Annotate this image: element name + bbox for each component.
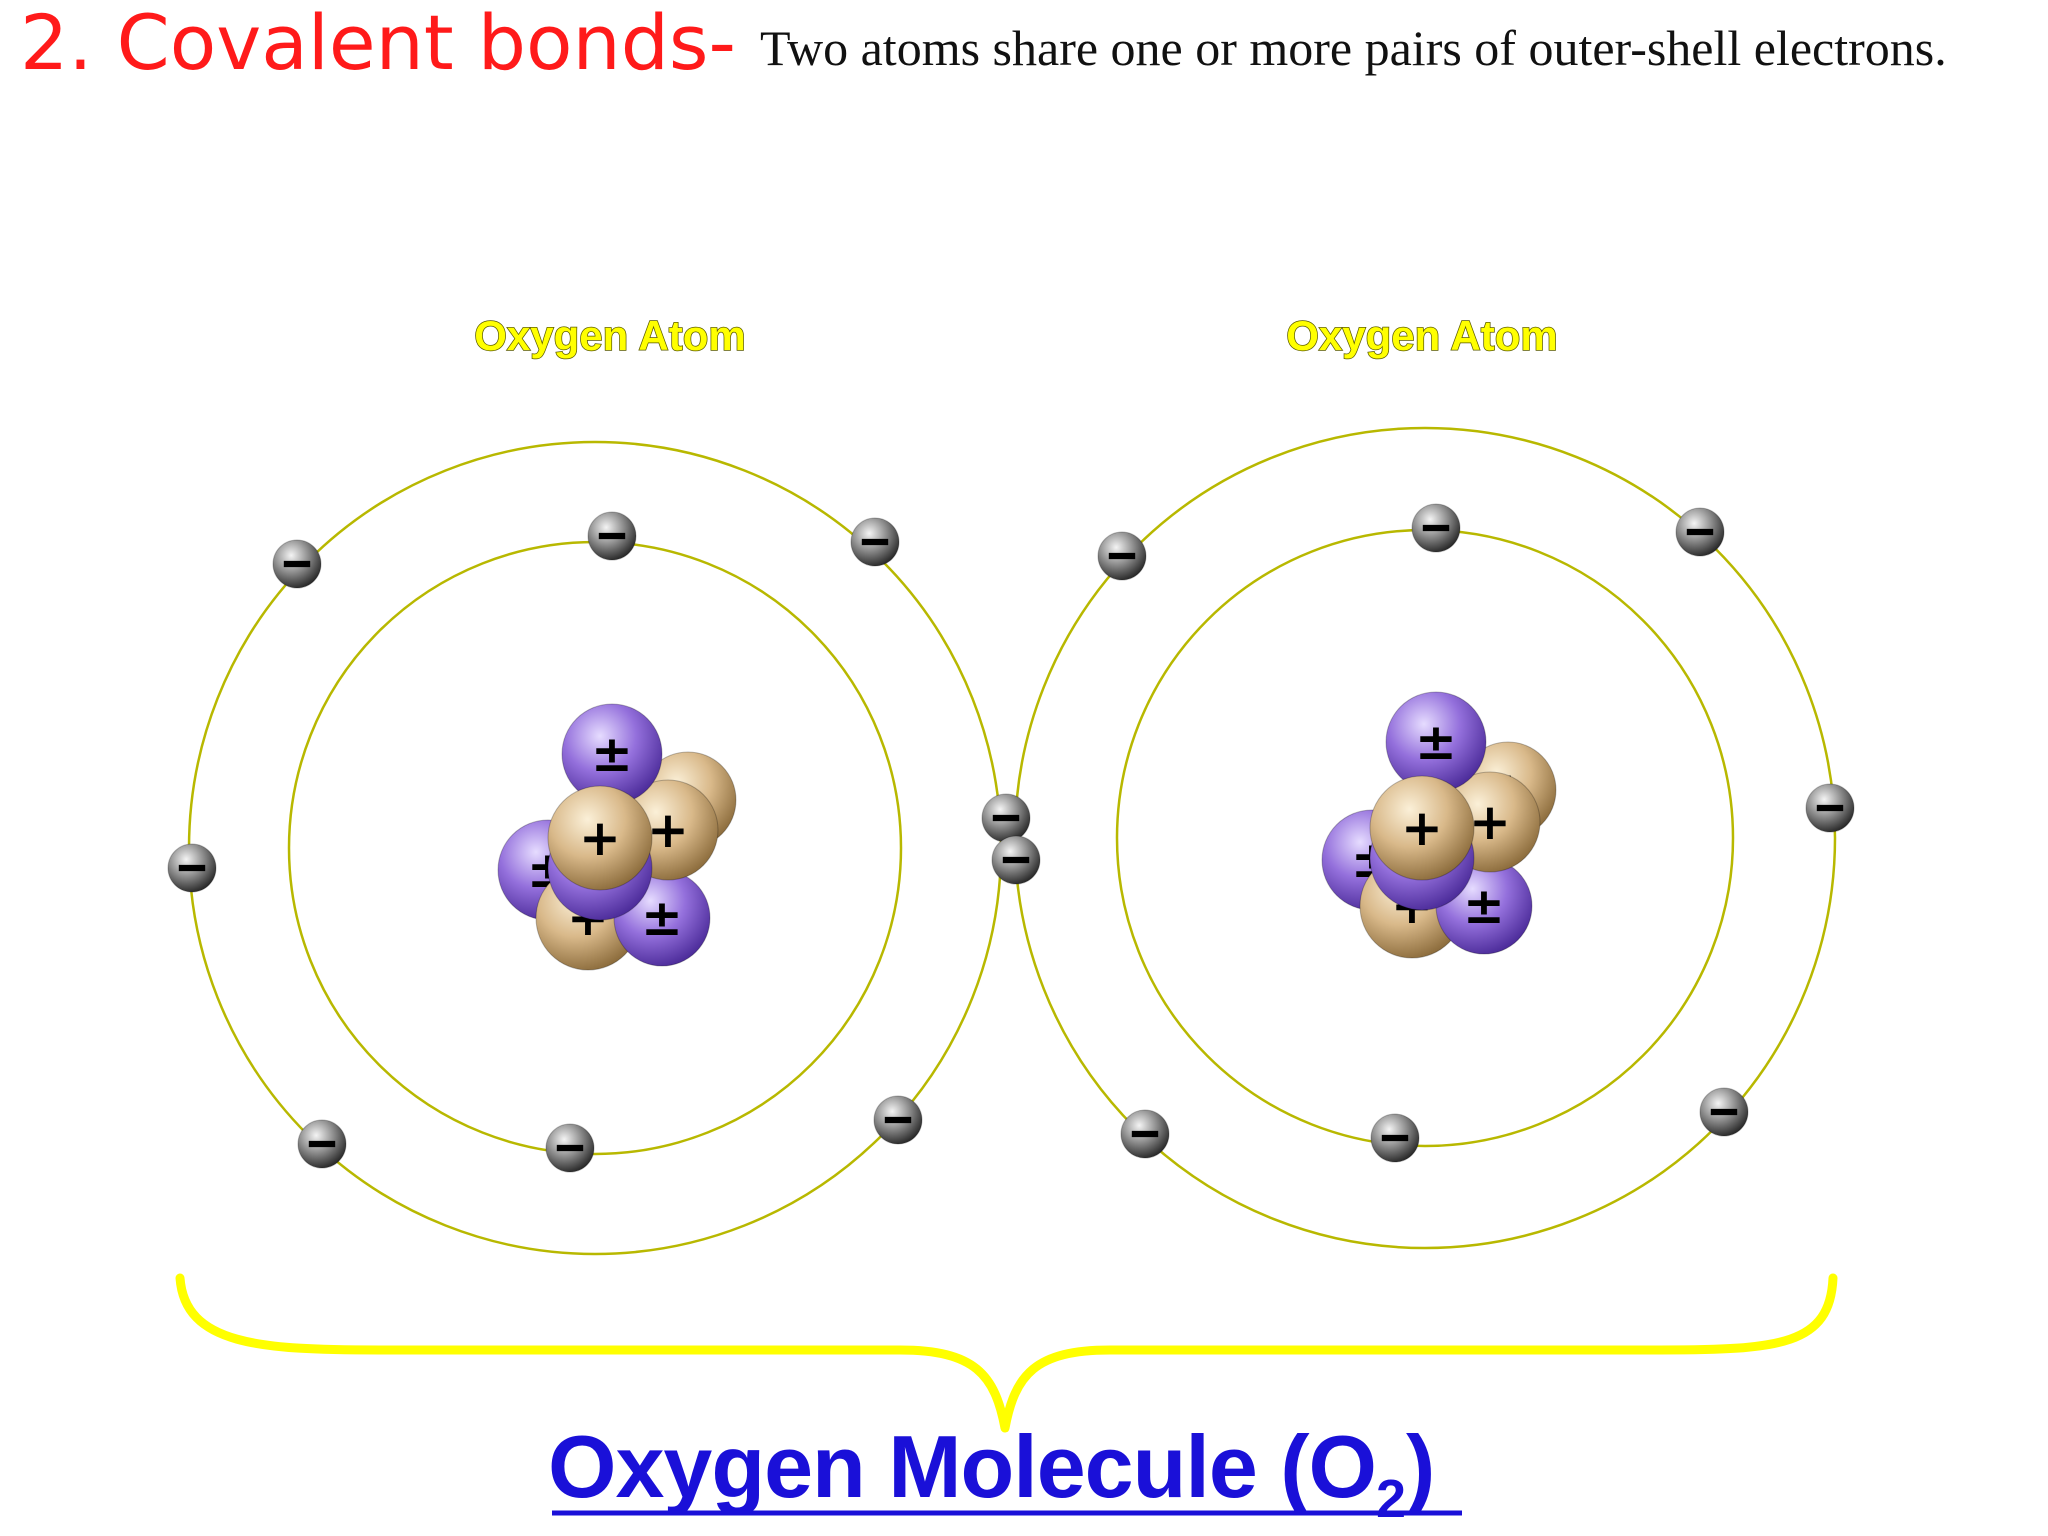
right-atom-label: Oxygen Atom bbox=[1286, 312, 1557, 359]
minus-sign bbox=[1422, 524, 1450, 532]
minus-sign bbox=[178, 864, 206, 872]
molecule-label-prefix: Oxygen Molecule (O bbox=[548, 1417, 1376, 1516]
left-electron-0 bbox=[272, 539, 322, 589]
left-electron-4 bbox=[297, 1119, 347, 1169]
neutron-sign: ± bbox=[641, 889, 683, 947]
left-electron-2 bbox=[850, 517, 900, 567]
right-electron-3 bbox=[1805, 783, 1855, 833]
right-nucleus-proton-7: + bbox=[1369, 775, 1475, 881]
right-nucleus: ±+±++±±+ bbox=[1321, 691, 1557, 959]
minus-sign bbox=[283, 560, 311, 568]
left-oxygen-atom: Oxygen Atom ±+±++±±+ bbox=[167, 311, 1003, 1256]
left-nucleus-proton-7: + bbox=[547, 785, 653, 891]
shared-electron-1 bbox=[991, 835, 1041, 885]
heading-term: 2. Covalent bonds- bbox=[20, 0, 736, 87]
right-electron-0 bbox=[1097, 531, 1147, 581]
neutron-sign: ± bbox=[1415, 713, 1457, 771]
minus-sign bbox=[1710, 1108, 1738, 1116]
right-electrons bbox=[1097, 503, 1855, 1163]
minus-sign bbox=[598, 532, 626, 540]
heading-definition: Two atoms share one or more pairs of out… bbox=[759, 20, 1947, 76]
left-electron-5 bbox=[545, 1123, 595, 1173]
shared-electron-0 bbox=[981, 793, 1031, 843]
minus-sign bbox=[1131, 1130, 1159, 1138]
minus-sign bbox=[1002, 856, 1030, 864]
minus-sign bbox=[1381, 1134, 1409, 1142]
right-nucleus-neutron-5: ± bbox=[1385, 691, 1487, 793]
molecule-label: Oxygen Molecule (O2) bbox=[548, 1417, 1434, 1529]
molecule-brace bbox=[175, 1273, 1838, 1433]
left-nucleus: ±+±++±±+ bbox=[497, 703, 737, 971]
molecule-label-subscript: 2 bbox=[1376, 1469, 1406, 1529]
molecule-label-suffix: ) bbox=[1406, 1417, 1434, 1516]
minus-sign bbox=[861, 538, 889, 546]
left-atom-label: Oxygen Atom bbox=[474, 312, 745, 359]
minus-sign bbox=[556, 1144, 584, 1152]
right-electron-6 bbox=[1699, 1087, 1749, 1137]
left-electron-1 bbox=[587, 511, 637, 561]
left-electrons bbox=[167, 511, 923, 1173]
right-electron-1 bbox=[1411, 503, 1461, 553]
proton-sign: + bbox=[579, 809, 621, 867]
shared-electron-pair bbox=[981, 793, 1041, 885]
proton-sign: + bbox=[647, 801, 689, 859]
right-oxygen-atom: Oxygen Atom ±+±++±±+ bbox=[1013, 311, 1855, 1250]
proton-sign: + bbox=[1401, 799, 1443, 857]
slide-heading: 2. Covalent bonds-Two atoms share one or… bbox=[20, 5, 2020, 83]
minus-sign bbox=[308, 1140, 336, 1148]
left-electron-3 bbox=[167, 843, 217, 893]
right-electron-4 bbox=[1120, 1109, 1170, 1159]
neutron-sign: ± bbox=[591, 725, 633, 783]
right-electron-2 bbox=[1675, 507, 1725, 557]
minus-sign bbox=[992, 814, 1020, 822]
left-nucleus-neutron-5: ± bbox=[561, 703, 663, 805]
neutron-sign: ± bbox=[1463, 877, 1505, 935]
minus-sign bbox=[1108, 552, 1136, 560]
minus-sign bbox=[1816, 804, 1844, 812]
minus-sign bbox=[1686, 528, 1714, 536]
proton-sign: + bbox=[1469, 793, 1511, 851]
minus-sign bbox=[884, 1116, 912, 1124]
left-electron-6 bbox=[873, 1095, 923, 1145]
right-electron-5 bbox=[1370, 1113, 1420, 1163]
